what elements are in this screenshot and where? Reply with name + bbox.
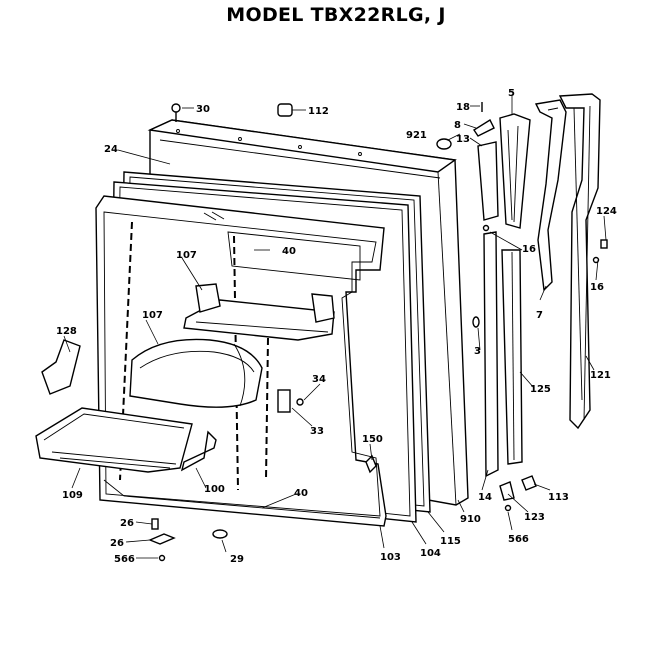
screw-566b — [504, 504, 512, 512]
clip-34 — [296, 398, 304, 406]
callout-labels: 30 112 18 5 8 921 13 24 107 40 16 124 16… — [56, 88, 617, 565]
callout-112: 112 — [308, 106, 329, 117]
part-3 — [472, 316, 480, 328]
callout-566b: 566 — [508, 534, 529, 545]
handle-5 — [499, 113, 531, 229]
callout-566a: 566 — [114, 554, 135, 565]
callout-125: 125 — [530, 384, 551, 395]
cap-921 — [436, 138, 452, 150]
screw-30 — [171, 103, 181, 122]
callout-40b: 40 — [294, 488, 308, 499]
callout-103: 103 — [380, 552, 401, 563]
screws-16 — [482, 224, 600, 264]
handle-cap-8 — [473, 118, 495, 137]
bin-bracket — [180, 430, 217, 472]
part-29 — [212, 529, 228, 539]
callout-921: 921 — [406, 130, 427, 141]
callout-30: 30 — [196, 104, 210, 115]
callout-8: 8 — [454, 120, 461, 131]
part-150 — [365, 454, 377, 474]
callout-40a: 40 — [282, 246, 296, 257]
clip-124 — [600, 239, 608, 249]
diagram-title: MODEL TBX22RLG, J — [226, 4, 446, 26]
callout-16a: 16 — [522, 244, 536, 255]
callout-121: 121 — [590, 370, 611, 381]
callout-113: 113 — [548, 492, 569, 503]
callout-124: 124 — [596, 206, 617, 217]
callout-26b: 26 — [110, 538, 124, 549]
callout-115: 115 — [440, 536, 461, 547]
butter-door-128 — [41, 339, 81, 395]
bracket-33 — [277, 389, 291, 413]
callout-29: 29 — [230, 554, 244, 565]
callout-128: 128 — [56, 326, 77, 337]
callout-109: 109 — [62, 490, 83, 501]
handle-121 — [558, 93, 601, 430]
callout-16b: 16 — [590, 282, 604, 293]
callout-26a: 26 — [120, 518, 134, 529]
upper-shelf — [183, 283, 335, 341]
callout-107a: 107 — [176, 250, 197, 261]
callout-33: 33 — [310, 426, 324, 437]
callout-100: 100 — [204, 484, 225, 495]
trim-strip-14 — [483, 231, 499, 478]
callout-3: 3 — [474, 346, 481, 357]
part-26 — [148, 518, 176, 545]
part-123 — [499, 481, 515, 501]
bottom-shelf-bin — [35, 407, 193, 473]
dairy-compartment-door — [129, 338, 263, 408]
callout-18: 18 — [456, 102, 470, 113]
callout-5: 5 — [508, 88, 515, 99]
callout-910: 910 — [460, 514, 481, 525]
callout-150: 150 — [362, 434, 383, 445]
callout-34: 34 — [312, 374, 326, 385]
callout-107b: 107 — [142, 310, 163, 321]
callout-24: 24 — [104, 144, 118, 155]
part-113 — [521, 475, 537, 491]
callout-123: 123 — [524, 512, 545, 523]
leader-lines — [63, 96, 607, 559]
callout-104: 104 — [420, 548, 441, 559]
handle-trim-125 — [501, 249, 523, 465]
trim-strip-13 — [477, 141, 499, 221]
handle-7 — [534, 99, 567, 292]
callout-14: 14 — [478, 492, 492, 503]
hinge-cover-112 — [277, 103, 293, 117]
screw-566a — [158, 554, 166, 562]
callout-7: 7 — [536, 310, 543, 321]
callout-13: 13 — [456, 134, 470, 145]
